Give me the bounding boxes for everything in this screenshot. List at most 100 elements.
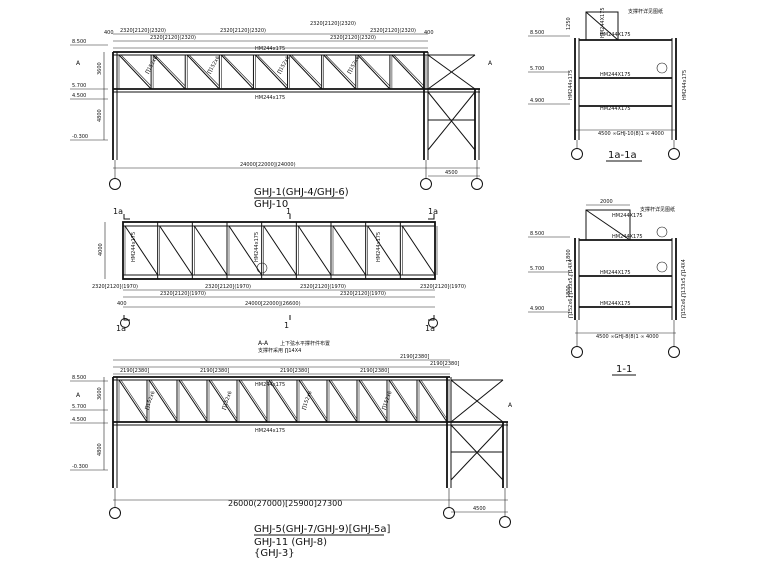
- e1-chord-top: HM244x175: [255, 46, 285, 52]
- s1-beam-2: HM244X175: [600, 270, 631, 276]
- plan-sect-1-top: 1: [286, 207, 291, 216]
- plan-dim-row-2: 2320[2120](1970): [160, 291, 206, 297]
- s1-diag-right: ∏152x6,∏133x5,∏14X4: [681, 259, 687, 318]
- plan-brace: [263, 225, 297, 276]
- s1a-lv-5700: 5.700: [530, 66, 544, 72]
- e1-dim-h1: 3600: [97, 62, 103, 75]
- plan-brace: [124, 225, 159, 276]
- e1-dim-top-2: 2320[2120](2320): [310, 21, 356, 27]
- e1-diag-label-4: ∏152x6: [347, 55, 362, 75]
- s1a-grid-bubble-1: [571, 148, 583, 160]
- s1a-post-label: HM244X175: [600, 7, 606, 38]
- e2-dim-h2: 4800: [97, 443, 103, 456]
- e2-diagonal-flange: [300, 379, 328, 420]
- e2-chord-top: HM244x175: [255, 382, 285, 388]
- e1-diagonal-flange: [189, 54, 220, 87]
- e2-diagonal-flange: [360, 379, 388, 420]
- plan-chord-label: HM244x175: [131, 232, 137, 262]
- e1-dim-top-3: 2320[2120](2320): [150, 35, 196, 41]
- e2-dim-right: 4500: [473, 506, 486, 512]
- e2-dim-top-2: 2190[2380]: [400, 354, 429, 360]
- e2-diagonal: [298, 379, 328, 423]
- s1-beam-1b: HM244X175: [612, 234, 643, 240]
- e2-diagonal-flange: [270, 379, 298, 420]
- plan-brace: [332, 225, 367, 276]
- section-1a-1a: HM244X175 HM244X175 HM244X175 HM244X175 …: [528, 7, 688, 162]
- plan-dim-h: 4000: [98, 243, 104, 256]
- s1a-dim-1250: 1250: [566, 17, 572, 30]
- plan-dim-400: 400: [117, 301, 127, 307]
- e2-title-sub2: {GHJ-3}: [254, 548, 295, 559]
- e1-dim-top-3b: 2320[2120](2320): [330, 35, 376, 41]
- plan-sect-1a-bot-left: 1a: [116, 324, 126, 333]
- s1-grid-bubble-1: [571, 346, 583, 358]
- plan-brace: [228, 225, 263, 276]
- e2-grid-bubble-2: [443, 507, 455, 519]
- e2-grid-bubble-1: [109, 507, 121, 519]
- e1-diagonal: [391, 54, 425, 90]
- e2-sect-a-left: A: [76, 392, 81, 399]
- e1-dim-h2: 4800: [97, 109, 103, 122]
- s1-beam-3: HM244X175: [600, 301, 631, 307]
- e1-chord-bot: HM244x175: [255, 95, 285, 101]
- e1-diagonal: [118, 54, 152, 90]
- plan-sect-1a-top-left: 1a: [113, 207, 123, 216]
- plan-sect-1a-bot-right: 1a: [425, 324, 435, 333]
- e1-diagonal-flange: [257, 54, 288, 87]
- s1a-detail-marker: [656, 62, 668, 74]
- plan-grid-bubble-1: [120, 318, 130, 328]
- s1-lv-5700: 5.700: [530, 266, 544, 272]
- s1a-title: 1a-1a: [608, 150, 637, 161]
- s1a-beam-3: HM244X175: [600, 106, 631, 112]
- e1-grid-bubble-1: [109, 178, 121, 190]
- plan-title: A-A: [258, 340, 269, 347]
- e1-diagonal-flange: [223, 54, 254, 87]
- s1-dim-1800b: 1800: [566, 285, 572, 298]
- e2-diagonal-flange: [330, 379, 358, 420]
- e2-diagonal-flange: [120, 379, 148, 420]
- e1-diagonal: [220, 54, 254, 90]
- e2-diag-label-4: ∏152x6: [381, 390, 393, 410]
- e2-dim-h1: 3600: [97, 387, 103, 400]
- e1-diagonal: [357, 54, 391, 90]
- s1a-dim-bot: 4500 ∞GHJ-10(8)1 ∞ 4000: [598, 131, 664, 137]
- plan-dim-row-2b: 2320[2120](1970): [340, 291, 386, 297]
- s1-title: 1-1: [616, 364, 632, 375]
- e1-diag-label-3: ∏152x6: [277, 55, 292, 75]
- e1-diagonal-flange: [325, 54, 356, 87]
- e1-diagonal: [289, 54, 323, 90]
- s1-dim-bot: 4500 ∞GHJ-8(8)1 ∞ 4000: [596, 334, 659, 340]
- plan-dim-row-1d: 2320[2120](1970): [420, 284, 466, 290]
- e2-lv-m0300: -0.300: [72, 464, 88, 470]
- e2-diagonal: [418, 379, 448, 423]
- section-1-1: 2000 HM244X175 HM244X175 HM244X175 HM244…: [528, 199, 687, 376]
- e2-title-sub1: GHJ-11 (GHJ-8): [254, 537, 327, 548]
- e2-diag-label: ∏152x6: [144, 390, 156, 410]
- s1-beam-1: HM244X175: [612, 213, 643, 219]
- e1-diagonal-flange: [291, 54, 322, 87]
- e2-chord-bot: HM244x175: [255, 428, 285, 434]
- e1-grid-bubble-3: [471, 178, 483, 190]
- e1-diagonal-flange: [393, 54, 425, 87]
- s1-diag-left: ∏152x6,∏133x5,∏14X4: [568, 259, 574, 318]
- plan-dim-row-1c: 2320[2120](1970): [300, 284, 346, 290]
- s1-dim-2000: 2000: [600, 199, 613, 205]
- plan-detail-marker: [256, 262, 268, 274]
- plan-brace: [401, 225, 436, 276]
- e1-lv-4500: 4.500: [72, 93, 86, 99]
- e2-lv-5700: 5.700: [72, 404, 86, 410]
- e2-diag-label-3: ∏152x6: [301, 390, 313, 410]
- e2-diagonal: [238, 379, 268, 423]
- elevation-truss-1: 2320[2120](2320) 2320[2120](2320) 2320[2…: [70, 21, 493, 210]
- plan-brace: [159, 225, 193, 276]
- s1-detail-marker-2: [656, 261, 668, 273]
- plan-brace: [367, 225, 401, 276]
- s1a-beam-2: HM244X175: [600, 72, 631, 78]
- e1-diagonal-flange: [359, 54, 391, 87]
- s1a-beam-1: HM244X175: [600, 32, 631, 38]
- plan-note: 上下弦水平撑杆件布置: [280, 340, 330, 347]
- e1-diagonal: [152, 54, 186, 90]
- s1a-lv-8500: 8.500: [530, 30, 544, 36]
- s1a-grid-bubble-2: [668, 148, 680, 160]
